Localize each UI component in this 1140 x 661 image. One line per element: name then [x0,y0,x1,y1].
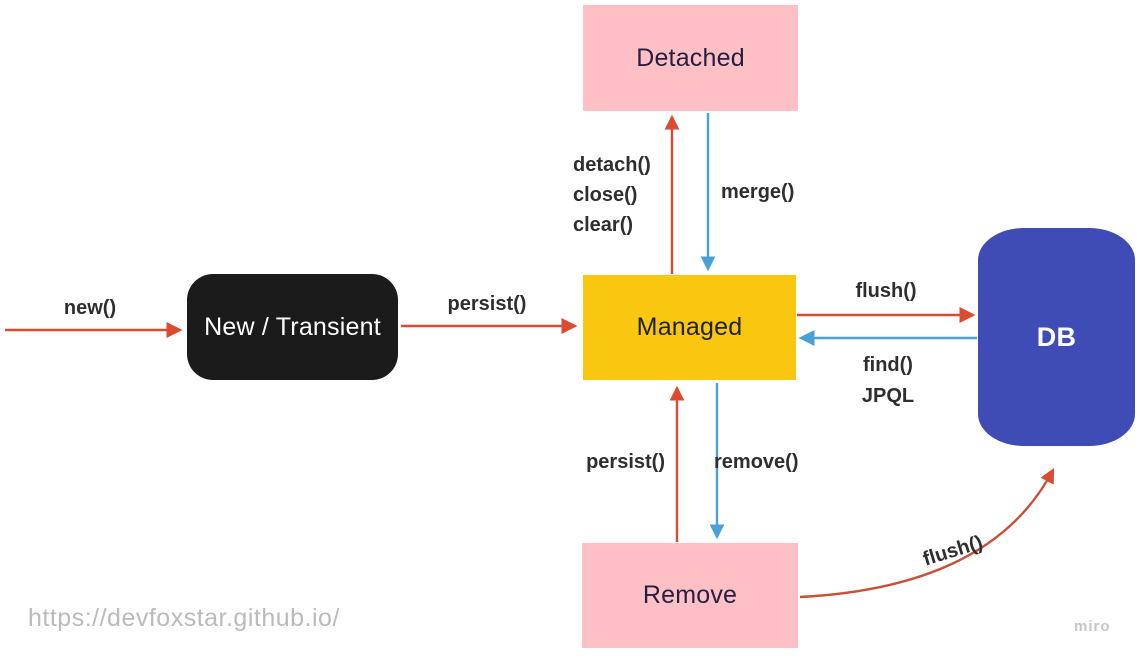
database-cylinder: DB [978,228,1135,446]
edge-label-close: close() [573,184,638,206]
edge-label-flush-curve: flush() [920,531,986,571]
edge-label-persist-bottom: persist() [586,451,665,473]
state-label-detached: Detached [636,43,745,72]
edge-label-new: new() [63,297,117,319]
edge-label-merge: merge() [721,181,795,203]
site-url-watermark: https://devfoxstar.github.io/ [28,604,340,632]
arrow-flush-remove-to-db [799,468,1055,599]
edge-label-detach: detach() [573,154,651,176]
state-box-new-transient: New / Transient [187,274,398,380]
state-label-remove: Remove [642,581,738,609]
edge-label-find: find() [863,354,913,376]
state-box-managed: Managed [583,275,796,380]
edge-label-flush-top: flush() [855,280,917,302]
edge-label-clear: clear() [573,214,634,236]
state-box-remove: Remove [582,543,798,648]
miro-logo-watermark: miro [1074,618,1111,635]
edge-label-detach-group: detach() close() clear() [573,150,651,240]
edge-label-persist-top: persist() [447,293,527,315]
edge-label-jpql: JPQL [861,385,915,407]
state-box-detached: Detached [583,5,798,111]
edge-label-find-group: find() JPQL [838,350,938,412]
edge-label-remove: remove() [714,451,799,473]
state-label-new-transient: New / Transient [204,312,381,341]
state-label-managed: Managed [636,313,743,341]
database-label: DB [1036,321,1077,352]
